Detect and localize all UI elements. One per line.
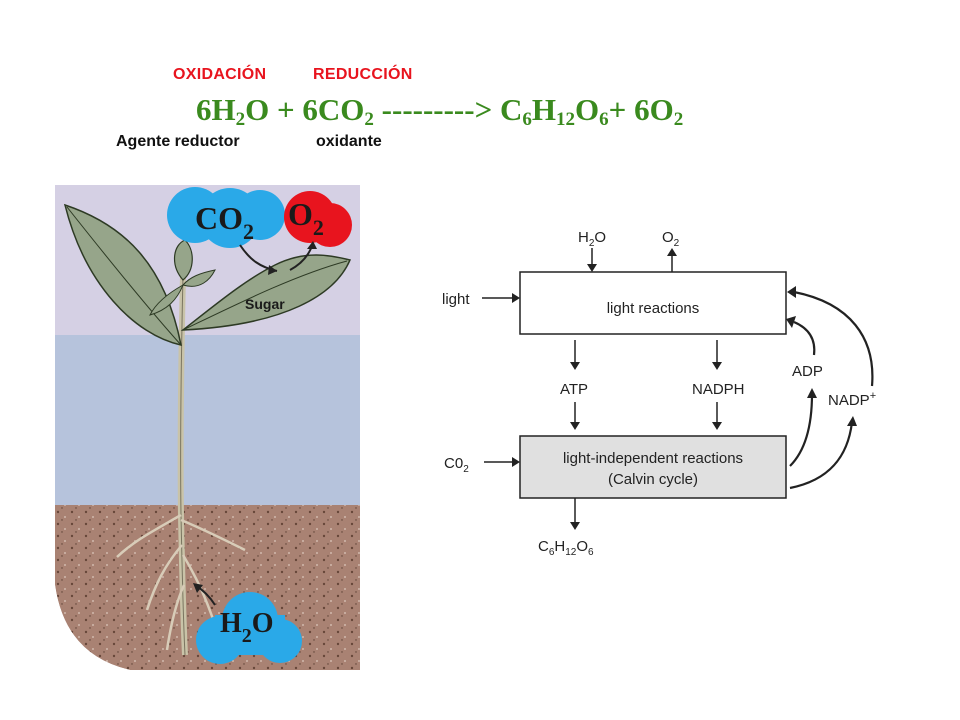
- eq-arrow: --------->: [373, 92, 500, 127]
- water-background: [55, 335, 360, 505]
- eq-plus: +: [608, 92, 635, 127]
- svg-text:O2: O2: [288, 196, 324, 240]
- reduction-label: REDUCCIÓN: [313, 66, 413, 83]
- adp-recycle-curve-upper: [793, 320, 816, 356]
- photosynthesis-equation: 6H2O + 6CO2 ---------> C6H12O6+ 6O2: [196, 92, 683, 131]
- calvin-label-line1: light-independent reactions: [563, 450, 743, 467]
- co2-input-label: C02: [444, 455, 469, 475]
- photosynthesis-cycle-diagram: light reactions light-independent reacti…: [442, 229, 876, 558]
- co2-bubble: CO2: [167, 187, 285, 248]
- o2-bubble: O2: [284, 191, 352, 247]
- adp-label: ADP: [792, 363, 823, 380]
- oxidation-label: OXIDACIÓN: [173, 66, 267, 83]
- light-reactions-box: [519, 271, 787, 335]
- adp-recycle-curve-lower: [789, 393, 814, 467]
- o2-output-label: O2: [662, 229, 680, 249]
- h2o-input-label: H2O: [578, 229, 606, 249]
- sugar-label: Sugar: [245, 296, 285, 312]
- svg-text:CO2: CO2: [195, 200, 254, 244]
- eq-plus: +: [269, 92, 303, 127]
- plant-illustration: CO2 O2 Sugar H2O: [55, 185, 360, 670]
- nadph-label: NADPH: [692, 381, 745, 398]
- svg-text:H2O: H2O: [220, 608, 274, 647]
- leaf-left: [63, 203, 182, 346]
- oxidant-label: oxidante: [316, 133, 382, 150]
- nadp-label: NADP+: [828, 390, 876, 409]
- h2o-bubble: H2O: [196, 592, 302, 664]
- eq-co2: 6CO2: [302, 92, 374, 130]
- nadp-recycle-curve-upper: [793, 290, 874, 387]
- eq-water: 6H2O: [196, 92, 270, 130]
- light-reactions-label: light reactions: [607, 300, 700, 317]
- calvin-cycle-box: [519, 435, 787, 499]
- eq-oxygen: 6O2: [634, 92, 684, 130]
- atp-label: ATP: [560, 381, 588, 398]
- glucose-label: C6H12O6: [538, 538, 594, 558]
- reducing-agent-label: Agente reductor: [116, 133, 240, 150]
- nadp-recycle-curve-lower: [789, 421, 854, 490]
- light-input-label: light: [442, 291, 470, 308]
- eq-glucose: C6H12O6: [500, 92, 609, 130]
- calvin-label-line2: (Calvin cycle): [608, 471, 698, 488]
